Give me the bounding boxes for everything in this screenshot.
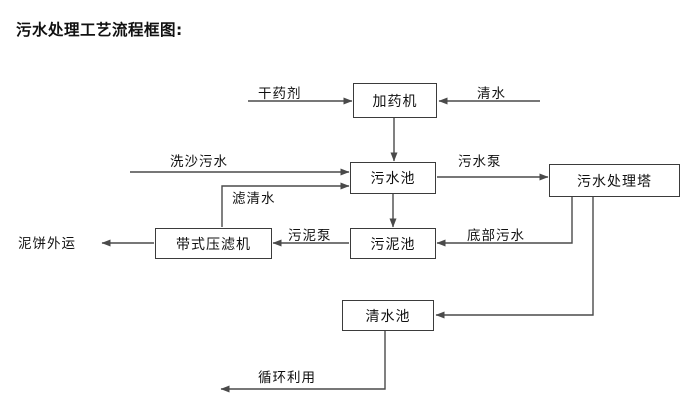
page-title: 污水处理工艺流程框图:: [16, 21, 183, 39]
terminal-sand-wash-sewage: 洗沙污水: [170, 154, 228, 170]
node-label: 污水处理塔: [577, 173, 652, 190]
node-dosing-machine[interactable]: 加药机: [353, 83, 437, 118]
node-label: 加药机: [372, 93, 418, 110]
terminal-mud-cake-transport: 泥饼外运: [18, 236, 76, 252]
edge-tower-to-clear-water-pool: [435, 197, 594, 319]
node-sludge-pool[interactable]: 污泥池: [350, 228, 436, 259]
terminal-clean-water: 清水: [477, 86, 506, 102]
edge-label-sewage-pump: 污水泵: [458, 154, 502, 170]
edge-label-sludge-pump: 污泥泵: [288, 228, 332, 244]
node-label: 清水池: [365, 308, 411, 325]
node-label: 污泥池: [370, 236, 416, 253]
node-label: 带式压滤机: [176, 236, 251, 253]
edge-label-bottom-sewage: 底部污水: [467, 228, 525, 244]
node-sewage-pool[interactable]: 污水池: [350, 162, 436, 194]
node-label: 污水池: [370, 171, 416, 187]
node-clear-water-pool[interactable]: 清水池: [342, 300, 434, 331]
edge-label-filtrate: 滤清水: [232, 191, 276, 207]
edge-label-recycle: 循环利用: [258, 370, 316, 386]
terminal-dry-agent: 干药剂: [258, 86, 302, 102]
node-treatment-tower[interactable]: 污水处理塔: [549, 164, 680, 197]
node-belt-filter-press[interactable]: 带式压滤机: [155, 228, 272, 259]
